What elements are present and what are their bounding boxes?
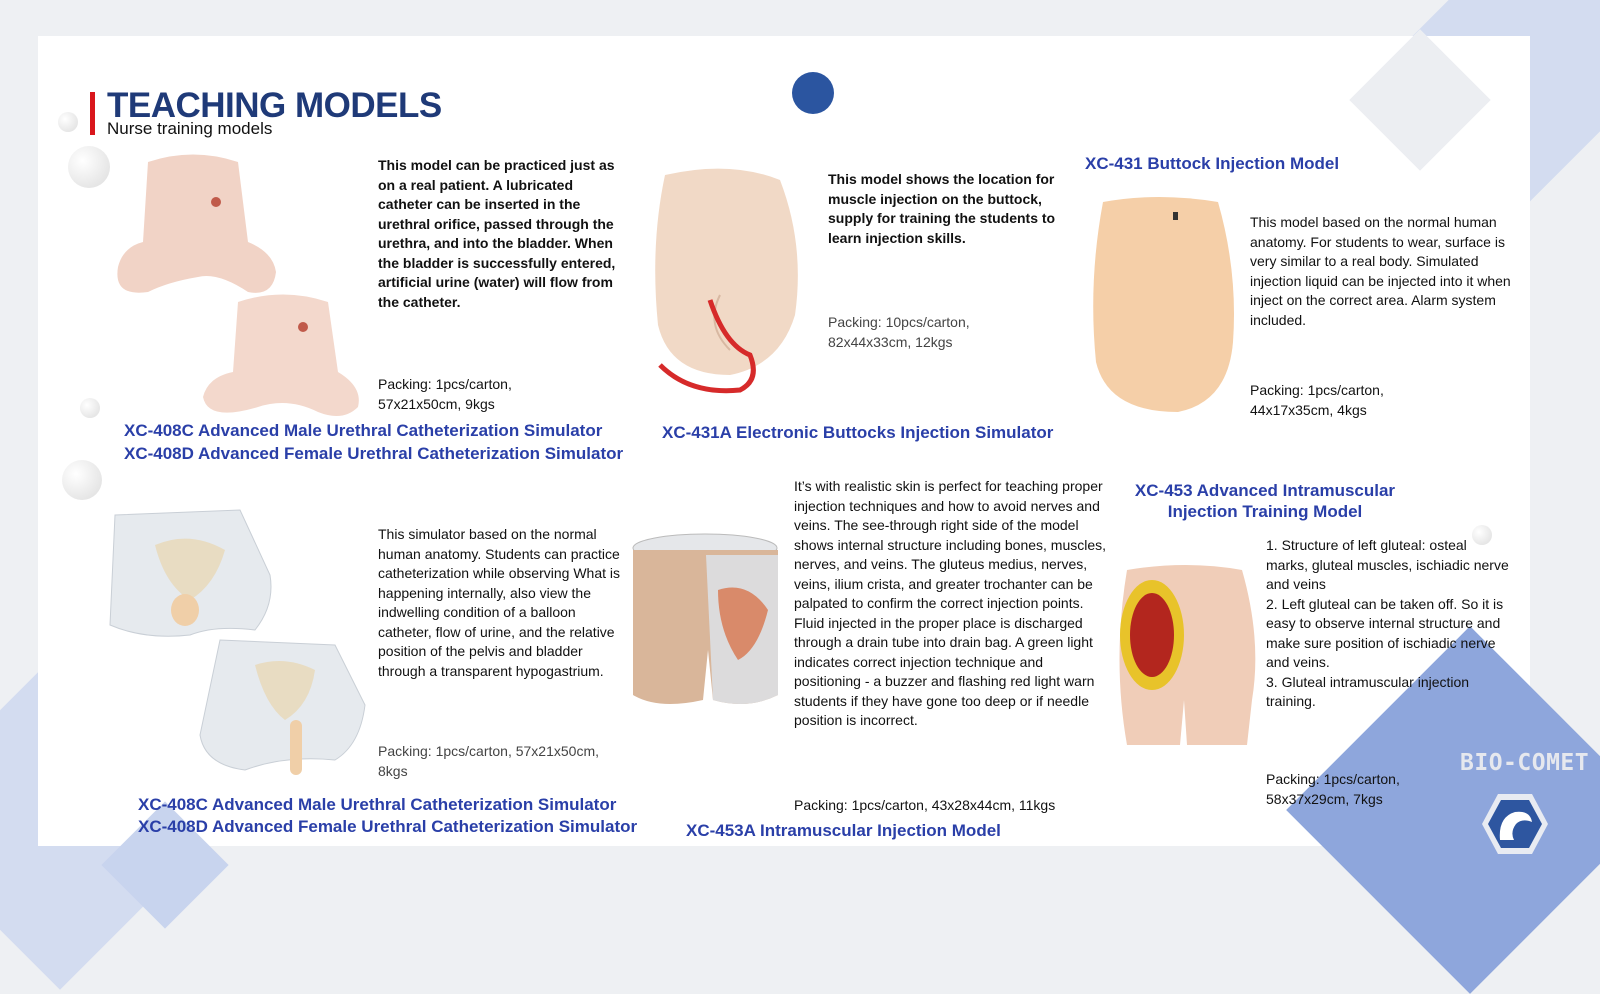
decor-dot <box>792 72 834 114</box>
decor-bubble <box>80 398 100 418</box>
product-name: XC-453A Intramuscular Injection Model <box>686 821 1001 840</box>
product-description: It’s with realistic skin is perfect for … <box>794 478 1107 728</box>
product-description: This model can be practiced just as on a… <box>378 157 616 310</box>
product-name: XC-431 Buttock Injection Model <box>1085 154 1340 173</box>
product-packing: Packing: 1pcs/carton, 44x17x35cm, 4kgs <box>1250 382 1384 418</box>
product-image-intramuscular-injection-model <box>632 533 778 704</box>
product-packing: Packing: 1pcs/carton, 57x21x50cm, 9kgs <box>378 376 512 412</box>
product-description: This simulator based on the normal human… <box>378 526 621 679</box>
product-name: XC-453 Advanced Intramuscular Injection … <box>1134 481 1396 521</box>
decor-bubble <box>1472 525 1492 545</box>
product-image-buttock-injection-model <box>1093 197 1234 412</box>
product-packing: Packing: 1pcs/carton, 58x37x29cm, 7kgs <box>1266 771 1400 807</box>
decor-bubble <box>62 460 102 500</box>
page-subtitle: Nurse training models <box>107 119 273 138</box>
product-packing: Packing: 1pcs/carton, 43x28x44cm, 11kgs <box>794 797 1056 813</box>
product-description: This model shows the location for muscle… <box>828 171 1056 246</box>
brand-logo-icon <box>1482 794 1548 854</box>
product-description: 1. Structure of left gluteal: osteal mar… <box>1266 537 1509 709</box>
product-packing: Packing: 1pcs/carton, 57x21x50cm, 8kgs <box>378 743 600 779</box>
page-title: TEACHING MODELS <box>107 86 442 125</box>
product-image-buttocks-simulator <box>655 168 798 394</box>
title-accent-bar <box>90 92 95 135</box>
product-name: XC-408C Advanced Male Urethral Catheteri… <box>124 421 603 440</box>
product-name: XC-408D Advanced Female Urethral Cathete… <box>138 817 638 836</box>
product-description: This model based on the normal human ana… <box>1250 214 1511 328</box>
decor-bubble <box>68 146 110 188</box>
product-packing: Packing: 10pcs/carton, 82x44x33cm, 12kgs <box>828 314 970 350</box>
product-name: XC-408C Advanced Male Urethral Catheteri… <box>138 795 617 814</box>
product-image-transparent-catheter-models <box>109 509 366 775</box>
product-name: XC-431A Electronic Buttocks Injection Si… <box>662 423 1054 442</box>
brand-logo-text: BIO-COMET <box>1460 750 1590 776</box>
product-image-advanced-injection-model <box>1119 565 1256 745</box>
product-image-catheter-models <box>117 154 359 416</box>
decor-bubble <box>58 112 78 132</box>
product-name: XC-408D Advanced Female Urethral Cathete… <box>124 444 624 463</box>
